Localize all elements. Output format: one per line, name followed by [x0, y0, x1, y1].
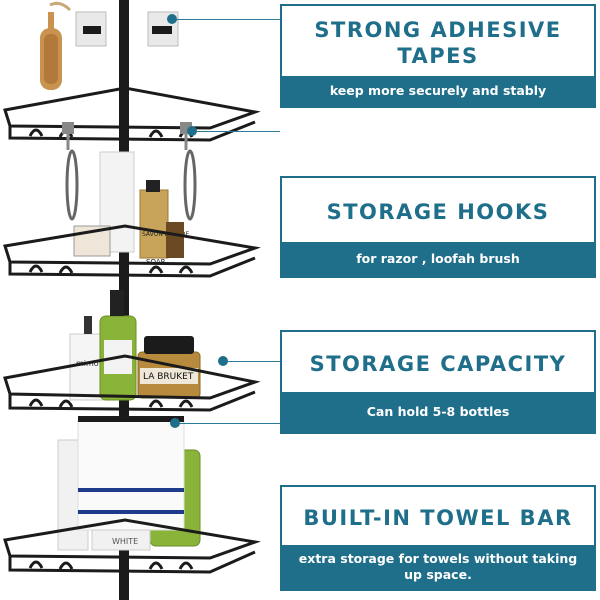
feature-title: STRONG ADHESIVE TAPES — [314, 18, 562, 68]
callout-line-3 — [227, 361, 280, 362]
feature-title: BUILT-IN TOWEL BAR — [303, 506, 573, 530]
feature-subtitle: extra storage for towels without taking … — [282, 545, 594, 589]
shelf-2 — [3, 224, 261, 278]
callout-line-1 — [176, 19, 280, 20]
callout-dot-3 — [218, 356, 228, 366]
feature-card-towel-bar: BUILT-IN TOWEL BAR extra storage for tow… — [280, 485, 596, 591]
callout-dot-2 — [187, 126, 197, 136]
callout-dot-1 — [167, 14, 177, 24]
towel — [77, 416, 185, 531]
loofah-brush — [40, 1, 72, 90]
shelf-4 — [3, 518, 261, 574]
shower-caddy-illustration: SAVON LIQUIDE SOAP mimo LA BRUKET — [3, 0, 261, 600]
feature-subtitle: keep more securely and stably — [282, 76, 594, 106]
svg-text:WHITE: WHITE — [112, 537, 138, 546]
feature-subtitle: for razor , loofah brush — [282, 242, 594, 276]
box-product: WHITE — [91, 529, 151, 551]
hook-left — [62, 122, 79, 221]
svg-text:LA BRUKET: LA BRUKET — [143, 372, 194, 382]
pump-bottle: mimo — [69, 316, 105, 401]
feature-subtitle: Can hold 5-8 bottles — [282, 392, 594, 432]
shelf-1 — [3, 86, 261, 142]
callout-dot-4 — [170, 418, 180, 428]
callout-line-2 — [196, 131, 280, 132]
brown-bottle — [166, 222, 184, 258]
green-bottle — [99, 290, 137, 401]
svg-text:SAVON LIQUIDE: SAVON LIQUIDE — [142, 231, 189, 238]
labeled-jar: LA BRUKET — [137, 336, 201, 399]
adhesive-tape-pad-left — [75, 11, 107, 47]
feature-title: STORAGE HOOKS — [326, 200, 550, 224]
callout-line-4 — [179, 423, 280, 424]
feature-card-storage-hooks: STORAGE HOOKS for razor , loofah brush — [280, 176, 596, 278]
shelf-3 — [3, 354, 261, 412]
feature-card-storage-capacity: STORAGE CAPACITY Can hold 5-8 bottles — [280, 330, 596, 434]
feature-card-adhesive-tapes: STRONG ADHESIVE TAPES keep more securely… — [280, 4, 596, 108]
feature-title: STORAGE CAPACITY — [309, 352, 567, 376]
